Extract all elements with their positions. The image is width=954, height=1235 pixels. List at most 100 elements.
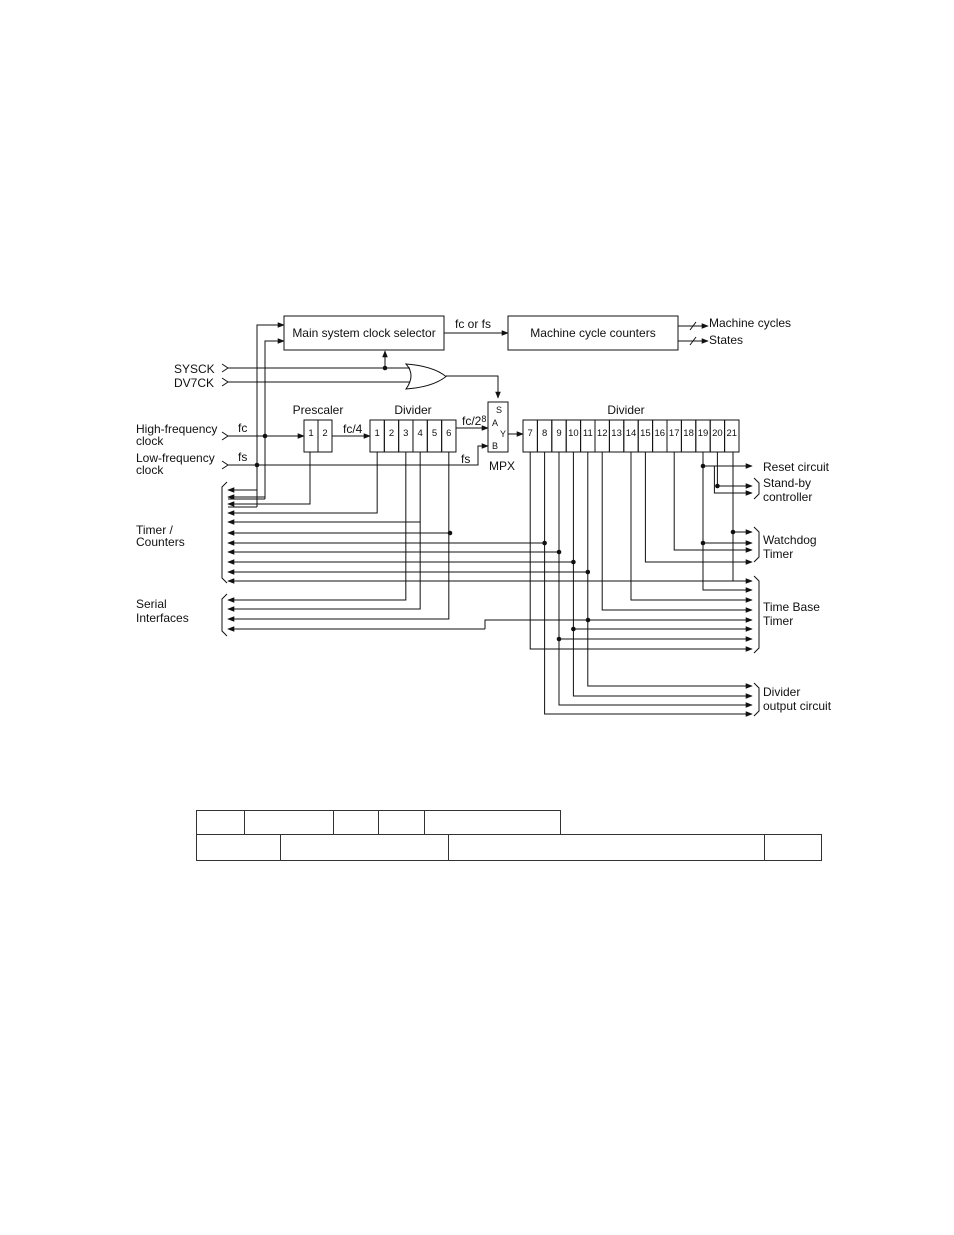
wire xyxy=(713,466,753,496)
sysck-label: SYSCK xyxy=(174,362,215,376)
timer-counters-label-1: Timer / xyxy=(136,523,174,537)
divider-right-cell-label-20: 20 xyxy=(712,428,723,439)
wire xyxy=(716,452,753,489)
divider-output-label-2: output circuit xyxy=(763,699,832,713)
wire xyxy=(673,452,753,553)
divider-left-label: Divider xyxy=(394,403,431,417)
divider-left-cell-label-2: 2 xyxy=(389,428,394,439)
wire xyxy=(227,452,311,507)
grid-cell-r1-c1 xyxy=(196,810,245,835)
wire xyxy=(227,522,421,612)
watchdog-bracket xyxy=(753,526,760,563)
fs-mpx-label: fs xyxy=(461,452,470,466)
grid-cell-r2-c4 xyxy=(764,834,822,861)
wire xyxy=(630,452,753,603)
divider-left-cell-label-5: 5 xyxy=(432,428,437,439)
wire xyxy=(702,452,753,469)
serial-interfaces-label-1: Serial xyxy=(136,597,167,611)
timer-counters-bracket xyxy=(221,481,228,584)
divider-right-cell-label-8: 8 xyxy=(542,428,547,439)
divider-right-cell-label-7: 7 xyxy=(528,428,533,439)
prescaler-label: Prescaler xyxy=(293,403,344,417)
grid-cell-r2-c3 xyxy=(448,834,765,861)
mpx-label: MPX xyxy=(489,459,515,473)
divider-right-cell-21 xyxy=(724,419,740,453)
standby-bracket xyxy=(753,477,760,500)
divider-right-cell-label-13: 13 xyxy=(611,428,622,439)
reset-circuit-label: Reset circuit xyxy=(763,460,830,474)
wire xyxy=(484,619,588,629)
wire xyxy=(227,452,407,603)
serial-interfaces-label-2: Interfaces xyxy=(136,611,189,625)
wire xyxy=(227,452,589,575)
wire xyxy=(529,452,753,652)
divider-right-cell-label-17: 17 xyxy=(669,428,680,439)
grid-cell-r1-c2 xyxy=(244,810,334,835)
wire xyxy=(558,639,753,708)
fc-label: fc xyxy=(238,421,247,435)
watchdog-label-1: Watchdog xyxy=(763,533,817,547)
hf-clock-label-2: clock xyxy=(136,434,164,448)
divider-right-cell-label-21: 21 xyxy=(727,428,738,439)
wire xyxy=(227,452,574,565)
lf-clock-label-1: Low-frequency xyxy=(136,451,215,465)
divider-right-cell-label-15: 15 xyxy=(640,428,651,439)
divider-left-cell-label-4: 4 xyxy=(418,428,423,439)
divider-left-cell-label-1: 1 xyxy=(375,428,380,439)
mpx-pin-s: S xyxy=(496,405,502,415)
divider-right-label: Divider xyxy=(607,403,644,417)
junction-dot xyxy=(715,483,720,489)
divider-left-cell-label-6: 6 xyxy=(446,428,451,439)
prescaler-cell-label-2: 2 xyxy=(322,428,327,439)
wire xyxy=(227,452,450,622)
wire xyxy=(732,452,753,535)
wire xyxy=(572,562,753,632)
wire xyxy=(544,543,753,717)
fc4-label: fc/4 xyxy=(343,422,363,436)
main-clock-selector-label: Main system clock selector xyxy=(292,326,435,340)
prescaler-cell-label-1: 1 xyxy=(308,428,313,439)
timebase-label-2: Timer xyxy=(763,614,793,628)
standby-label-2: controller xyxy=(763,490,812,504)
divider-right-cell-label-10: 10 xyxy=(568,428,579,439)
wire xyxy=(702,543,753,593)
grid-cell-r2-c2 xyxy=(280,834,449,861)
divider-right-cell-label-14: 14 xyxy=(626,428,637,439)
grid-cell-r2-c1 xyxy=(196,834,281,861)
timebase-bracket xyxy=(753,575,760,654)
fc-or-fs-label: fc or fs xyxy=(455,317,491,331)
mpx-pin-b: B xyxy=(492,441,498,451)
wire xyxy=(227,452,378,516)
standby-label-1: Stand-by xyxy=(763,476,811,490)
wire xyxy=(572,629,753,699)
wire xyxy=(702,466,753,546)
bus-wiring xyxy=(227,452,753,717)
divider-output-label-1: Divider xyxy=(763,685,800,699)
mpx-box xyxy=(487,401,509,453)
watchdog-label-2: Timer xyxy=(763,547,793,561)
divider-right-cell-label-19: 19 xyxy=(698,428,709,439)
divider-output-bracket xyxy=(753,682,760,717)
hf-clock-label-1: High-frequency xyxy=(136,422,217,436)
divider-left-cell-label-3: 3 xyxy=(403,428,408,439)
grid-cell-r1-c4 xyxy=(378,810,425,835)
or-gate xyxy=(404,363,447,390)
divider-right-cell-label-16: 16 xyxy=(655,428,666,439)
mpx-pin-a: A xyxy=(492,418,498,428)
dv7ck-label: DV7CK xyxy=(174,376,214,390)
lf-clock-label-2: clock xyxy=(136,463,164,477)
grid-cell-r1-c5 xyxy=(424,810,561,835)
wire xyxy=(644,452,753,565)
mpx-pin-y: Y xyxy=(500,429,506,439)
fc28-label: fc/28 xyxy=(462,414,486,428)
machine-cycles-label: Machine cycles xyxy=(709,316,791,330)
wire xyxy=(601,452,753,613)
divider-right-cell-label-12: 12 xyxy=(597,428,608,439)
states-label: States xyxy=(709,333,743,347)
timebase-label-1: Time Base xyxy=(763,600,820,614)
machine-cycle-counters-label: Machine cycle counters xyxy=(530,326,655,340)
divider-right-cell-label-9: 9 xyxy=(556,428,561,439)
